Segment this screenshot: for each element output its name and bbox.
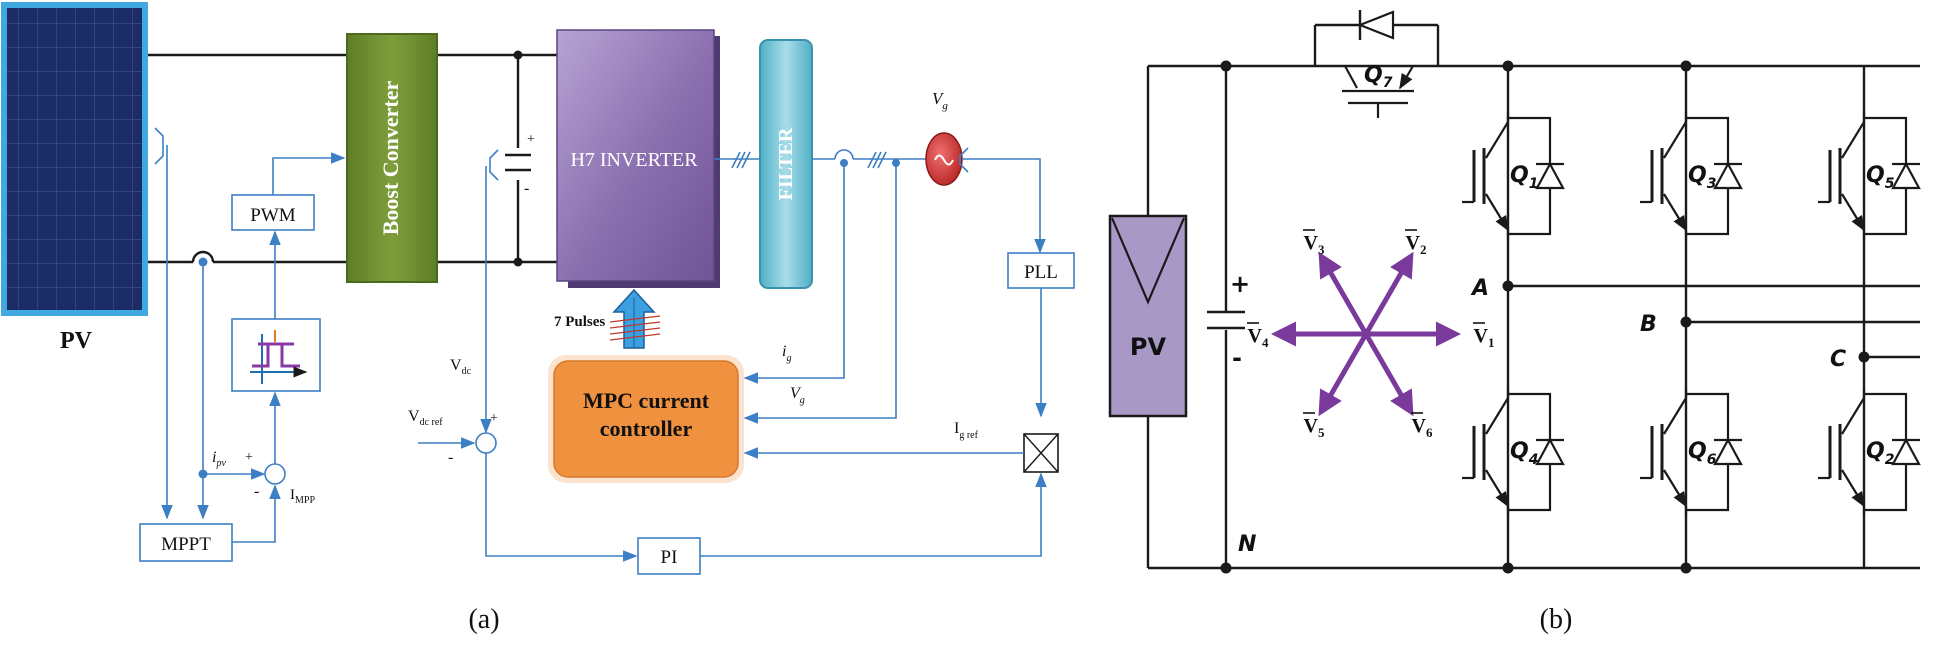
vdc-sensor [489, 149, 499, 181]
pwm-to-boost-wire [272, 152, 346, 195]
filter-label: FILTER [775, 127, 797, 200]
pv-box-label: PV [1130, 333, 1167, 361]
pi-block: PI [637, 537, 701, 575]
pwm-block: PWM [231, 194, 315, 231]
igbt-switch [1640, 112, 1743, 240]
pv-source-box: PV [1108, 214, 1188, 418]
mppt-block: MPPT [139, 523, 233, 562]
igbt-switch [1462, 388, 1565, 516]
dc-cap-minus: - [524, 180, 529, 197]
igbt-switch [1818, 388, 1921, 516]
mpc-label-line1: MPC current [583, 388, 710, 413]
pwm-label: PWM [250, 205, 296, 226]
pi-to-mult-wire [700, 472, 1047, 557]
impp-label: IMPP [290, 487, 315, 506]
space-vector-arrow [1363, 332, 1414, 417]
space-vector-arrow [1363, 251, 1414, 336]
caption-b: (b) [1540, 604, 1573, 635]
space-vector-arrow [1318, 251, 1369, 336]
space-vector-diagram [1271, 251, 1461, 417]
boost-converter-label: Boost Converter [378, 80, 403, 235]
panel-a: PV + - Boost Converter H7 INVERT [1, 2, 1075, 635]
ig-feedback-wire [743, 163, 845, 384]
grid-source [925, 132, 963, 186]
mppt-to-junction-wire [232, 484, 281, 543]
igbt-label: Q5 [1866, 163, 1895, 192]
grid-sensor [959, 147, 969, 173]
space-vector-label: V5 [1304, 415, 1325, 440]
pv-voltage-sensor [154, 127, 164, 165]
q7-label: Q7 [1364, 63, 1393, 91]
igbt-switch [1640, 388, 1743, 516]
igbt-label: Q2 [1866, 439, 1894, 468]
space-vector-arrow [1318, 332, 1369, 417]
h7-inverter-label: H7 INVERTER [570, 149, 698, 171]
ipv-label: ipv [212, 449, 226, 469]
ig-label: ig [782, 343, 791, 364]
filter-block: FILTER [759, 39, 813, 289]
igbt-label: Q1 [1510, 163, 1538, 192]
mppt-label: MPPT [161, 534, 211, 555]
vg-label-top: Vg [932, 89, 948, 112]
pi-label: PI [661, 547, 678, 568]
phase-b-label: B [1640, 312, 1657, 337]
grid-to-pll-wire [962, 158, 1046, 254]
pll-label: PLL [1024, 262, 1058, 283]
vdc-label: Vdc [450, 357, 472, 377]
space-vector-label: V1 [1474, 325, 1495, 350]
junction-to-pi-wire [485, 453, 638, 562]
impp-minus: - [254, 483, 259, 500]
pv-label: PV [60, 328, 93, 354]
cap-plus: + [1230, 270, 1250, 298]
igbt-label: Q3 [1688, 163, 1716, 192]
igbt-label: Q4 [1510, 439, 1538, 468]
phase-c-label: C [1830, 347, 1846, 372]
cap-minus: - [1232, 344, 1242, 372]
multiplier-block [1023, 433, 1059, 473]
dc-cap-plus: + [527, 132, 535, 147]
vdcref-minus: - [448, 449, 453, 466]
dc-bus-wires [148, 50, 557, 267]
space-vector-label: V2 [1406, 232, 1427, 257]
space-vector-label: V3 [1304, 232, 1325, 257]
vg-feedback-wire [743, 163, 897, 424]
hysteresis-block [231, 318, 321, 392]
phase-legs [1502, 66, 1920, 568]
impp-summing-junction [264, 463, 286, 485]
q7-switch [1313, 10, 1440, 118]
mpc-controller-block: MPC current controller [548, 355, 744, 483]
pulses-arrow [609, 288, 661, 349]
boost-converter-block: Boost Converter [346, 33, 438, 283]
caption-a: (a) [468, 604, 499, 635]
vdcref-label: Vdc ref [408, 408, 443, 428]
igbt-switch [1818, 112, 1921, 240]
phase-a-label: A [1470, 276, 1489, 301]
h7-inverter-block: H7 INVERTER [556, 29, 720, 288]
pulses-label: 7 Pulses [554, 314, 605, 330]
vdc-plus: + [490, 411, 498, 426]
vdc-summing-junction [475, 432, 497, 454]
igref-label: Ig ref [954, 420, 979, 441]
igbt-switches [1462, 112, 1921, 516]
three-phase-line-2 [812, 149, 930, 169]
pv-array [1, 2, 148, 316]
three-phase-line-1 [714, 151, 760, 169]
igbt-switch [1462, 112, 1565, 240]
vg-label: Vg [790, 385, 805, 406]
igbt-label: Q6 [1688, 439, 1717, 468]
mpc-label-line2: controller [600, 416, 693, 441]
neutral-label: N [1238, 532, 1256, 557]
panel-b: + - N PV Q7 [1108, 10, 1921, 635]
space-vector-label: V6 [1412, 415, 1433, 440]
pv-cells [7, 8, 142, 310]
dc-rails [1146, 60, 1920, 574]
space-vector-label: V4 [1248, 325, 1269, 350]
ipv-plus: + [245, 450, 253, 465]
pll-block: PLL [1007, 252, 1075, 289]
